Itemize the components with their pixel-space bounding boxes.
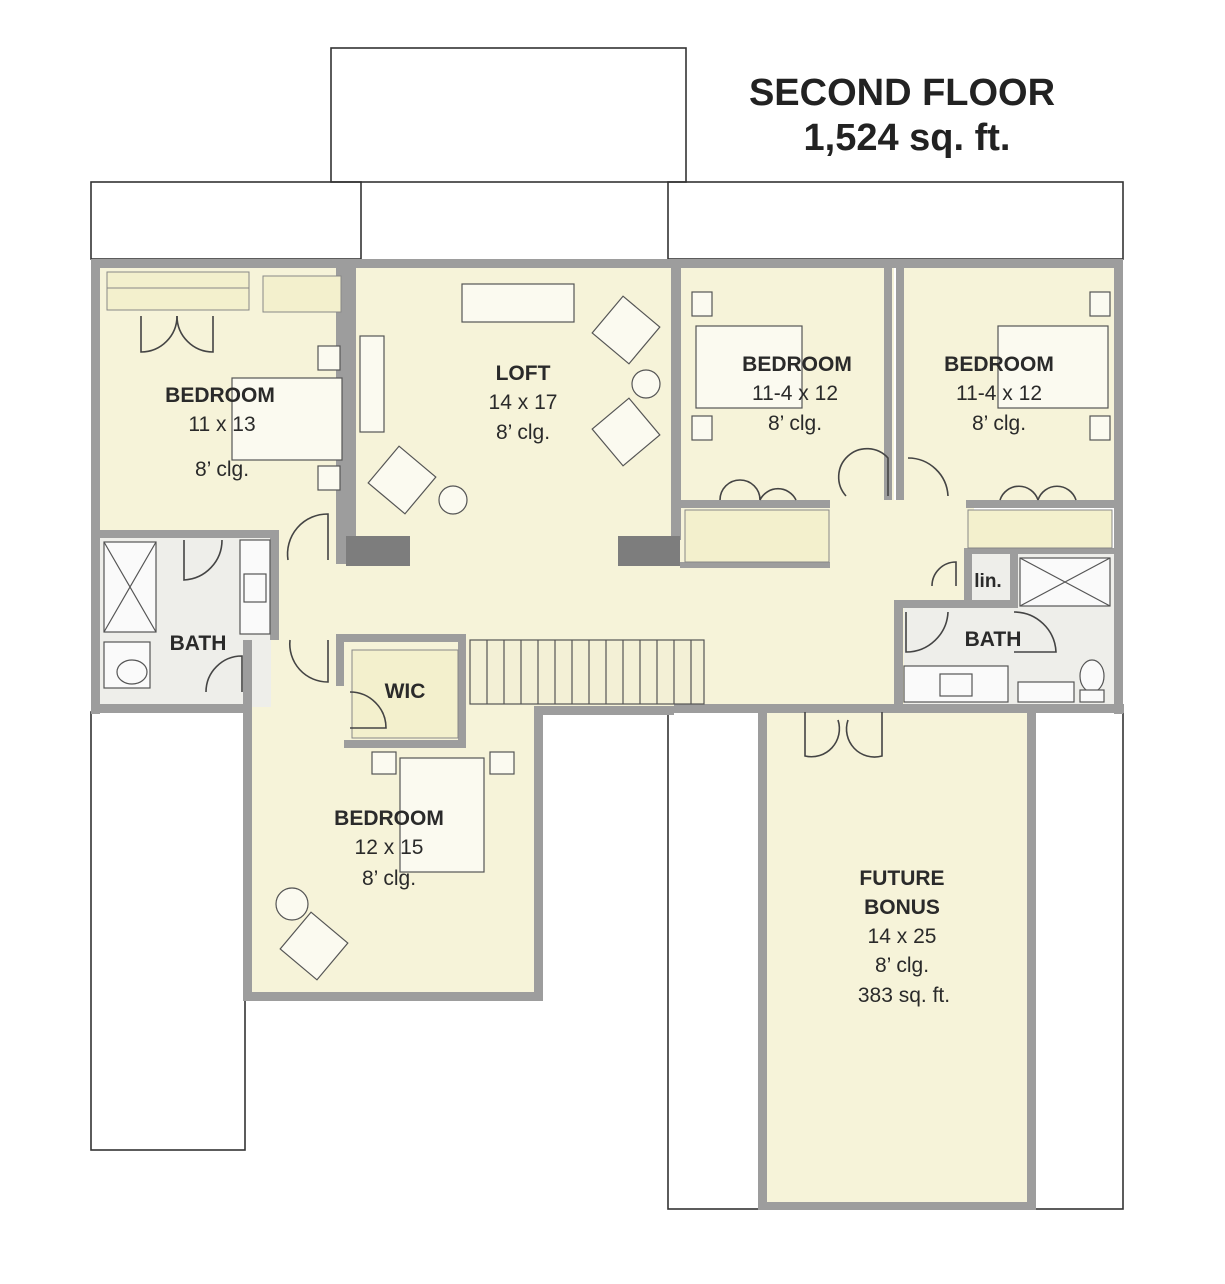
floor-area: 1,524 sq. ft. — [804, 117, 1011, 159]
room-name: LOFT — [496, 362, 551, 385]
stairs — [469, 639, 705, 705]
furniture — [231, 283, 1111, 981]
room-dimensions: 11 x 13 — [188, 413, 255, 436]
room-name: BEDROOM — [334, 807, 444, 830]
room-dimensions: 11-4 x 12 — [956, 382, 1042, 405]
room-name: BEDROOM — [165, 384, 275, 407]
floor-title: SECOND FLOOR — [749, 72, 1055, 114]
room-bath-east: BATH — [965, 628, 1022, 651]
room-future-bonus: FUTURE BONUS 14 x 25 8’ clg. 383 sq. ft. — [858, 867, 950, 1007]
room-wic: WIC — [385, 680, 426, 703]
room-name-line2: BONUS — [864, 896, 940, 919]
room-dimensions: 14 x 17 — [489, 391, 558, 414]
room-bedroom-s: BEDROOM 12 x 15 8’ clg. — [334, 807, 444, 890]
room-ceiling: 8’ clg. — [875, 954, 929, 977]
room-ceiling: 8’ clg. — [496, 421, 550, 444]
room-name-line1: FUTURE — [859, 867, 944, 890]
room-bedroom-ne1: BEDROOM 11-4 x 12 8’ clg. — [742, 353, 852, 435]
room-dimensions: 11-4 x 12 — [752, 382, 838, 405]
bath-fixtures — [103, 539, 1111, 703]
room-bath-west: BATH — [170, 632, 227, 655]
room-ceiling: 8’ clg. — [972, 412, 1026, 435]
door-swings — [140, 315, 1077, 758]
room-area: 383 sq. ft. — [858, 984, 950, 1007]
room-name: BEDROOM — [742, 353, 852, 376]
closets — [106, 271, 1113, 739]
room-ceiling: 8’ clg. — [195, 458, 249, 481]
room-loft: LOFT 14 x 17 8’ clg. — [489, 362, 558, 444]
room-ceiling: 8’ clg. — [362, 867, 416, 890]
room-ceiling: 8’ clg. — [768, 412, 822, 435]
room-dimensions: 14 x 25 — [868, 925, 937, 948]
room-bedroom-nw: BEDROOM 11 x 13 8’ clg. — [165, 384, 275, 481]
room-dimensions: 12 x 15 — [355, 836, 424, 859]
room-linen: lin. — [974, 571, 1001, 592]
room-bedroom-ne2: BEDROOM 11-4 x 12 8’ clg. — [944, 353, 1054, 435]
room-name: BEDROOM — [944, 353, 1054, 376]
